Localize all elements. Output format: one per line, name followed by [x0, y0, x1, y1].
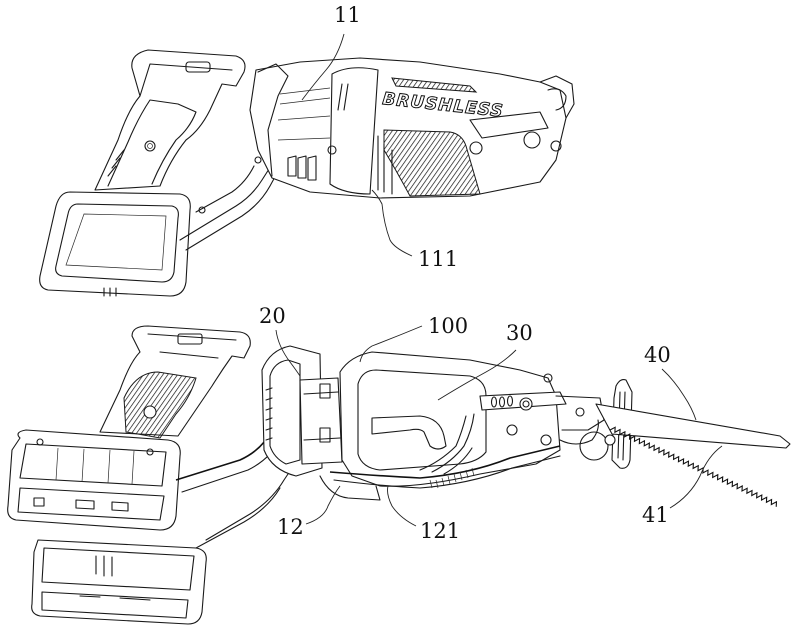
label-12: 12	[277, 515, 304, 539]
label-30: 30	[506, 321, 533, 345]
reference-labels: 11 111 20 100 30 40 41 12 121	[259, 3, 671, 543]
leader-20	[275, 329, 301, 377]
label-40: 40	[644, 343, 671, 367]
blade-teeth	[609, 426, 778, 507]
battery-pack-upper	[7, 429, 181, 531]
leader-40	[661, 368, 697, 421]
handle-lower-rail	[179, 157, 277, 241]
leader-30	[437, 349, 517, 401]
side-vent	[383, 129, 481, 197]
label-100: 100	[428, 314, 468, 338]
motor-housing-body: BRUSHLESS	[249, 57, 575, 199]
handle-grip	[94, 49, 246, 191]
saw-blade	[595, 403, 791, 507]
housing-band	[329, 67, 379, 195]
leader-lines	[275, 33, 723, 527]
grip-texture	[123, 371, 197, 439]
lower-saw-assembly	[7, 325, 791, 625]
leader-111	[371, 189, 413, 257]
battery-pack-lower	[31, 539, 207, 625]
label-121: 121	[420, 519, 460, 543]
gear-housing	[319, 351, 609, 501]
leader-100	[359, 325, 423, 363]
lower-handle-grip	[99, 325, 251, 439]
upper-saw-housing: BRUSHLESS	[39, 49, 575, 297]
leader-121	[387, 485, 417, 527]
label-11: 11	[334, 3, 361, 27]
crank-arm	[371, 415, 447, 450]
leader-41	[669, 445, 723, 509]
label-111: 111	[418, 247, 458, 271]
battery-mount-frame	[39, 191, 191, 297]
label-41: 41	[642, 503, 669, 527]
motor-assembly	[261, 345, 343, 477]
label-20: 20	[259, 304, 286, 328]
leader-11	[301, 33, 345, 101]
leader-12	[305, 485, 341, 525]
